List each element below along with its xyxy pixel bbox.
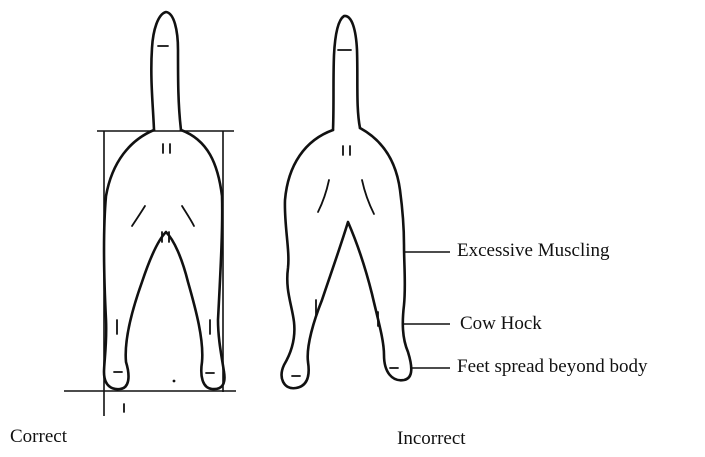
- cow-hock-label: Cow Hock: [460, 314, 542, 333]
- incorrect-figure: [282, 16, 412, 388]
- correct-figure: [64, 12, 236, 416]
- correct-left-muscle-mark: [132, 206, 145, 226]
- correct-right-muscle-mark: [182, 206, 194, 226]
- correct-body-outline: [104, 130, 225, 389]
- incorrect-caption: Incorrect: [397, 429, 466, 448]
- incorrect-body-outline: [282, 128, 412, 388]
- feet-spread-label: Feet spread beyond body: [457, 357, 647, 376]
- correct-caption: Correct: [10, 427, 67, 446]
- incorrect-left-muscle-mark: [318, 180, 329, 212]
- correct-tail: [151, 12, 181, 130]
- excessive-muscling-label: Excessive Muscling: [457, 241, 610, 260]
- incorrect-right-muscle-mark: [362, 180, 374, 214]
- correct-dot: [173, 380, 176, 383]
- incorrect-tail: [333, 16, 360, 130]
